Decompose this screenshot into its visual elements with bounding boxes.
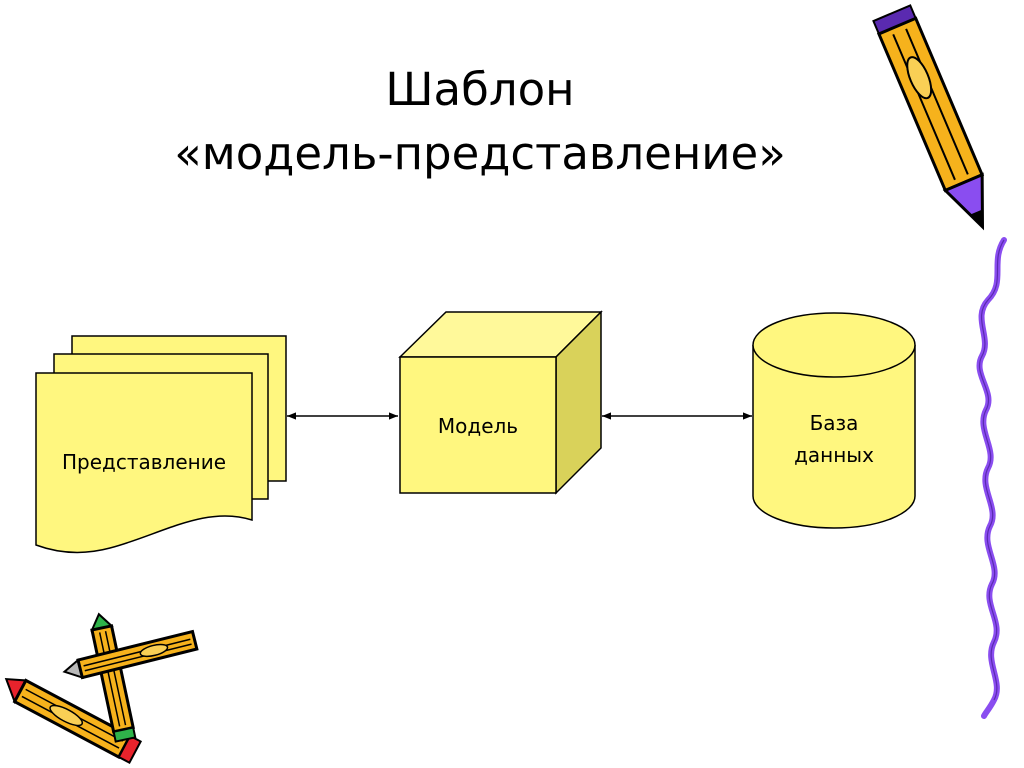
database-label-line-2: данных [794, 443, 874, 467]
wavy-line [976, 237, 1007, 719]
database-label-line-1: База [810, 411, 859, 435]
view-page-front [35, 372, 253, 554]
title-line-1: Шаблон [385, 63, 575, 116]
model-label: Модель [438, 414, 518, 438]
model-cube-front [399, 356, 557, 494]
slide-title: Шаблон «модель-представление» [90, 58, 870, 186]
database-cylinder-top [752, 312, 916, 378]
database-cylinder-body [752, 345, 916, 529]
pencil-green-tip [90, 612, 137, 743]
pencil-gray-tip [62, 629, 199, 680]
model-node: Модель [398, 310, 603, 495]
pencil-body [876, 16, 985, 193]
pencil-icon [872, 4, 985, 231]
database-node: База данных [752, 312, 916, 529]
view-label: Представление [62, 450, 226, 474]
view-node: Представление [35, 335, 287, 554]
pencil-red-tip [4, 677, 143, 765]
title-line-2: «модель-представление» [174, 127, 786, 180]
wavy-line-outline [979, 239, 1005, 701]
crossed-pencils-icon [4, 612, 199, 765]
